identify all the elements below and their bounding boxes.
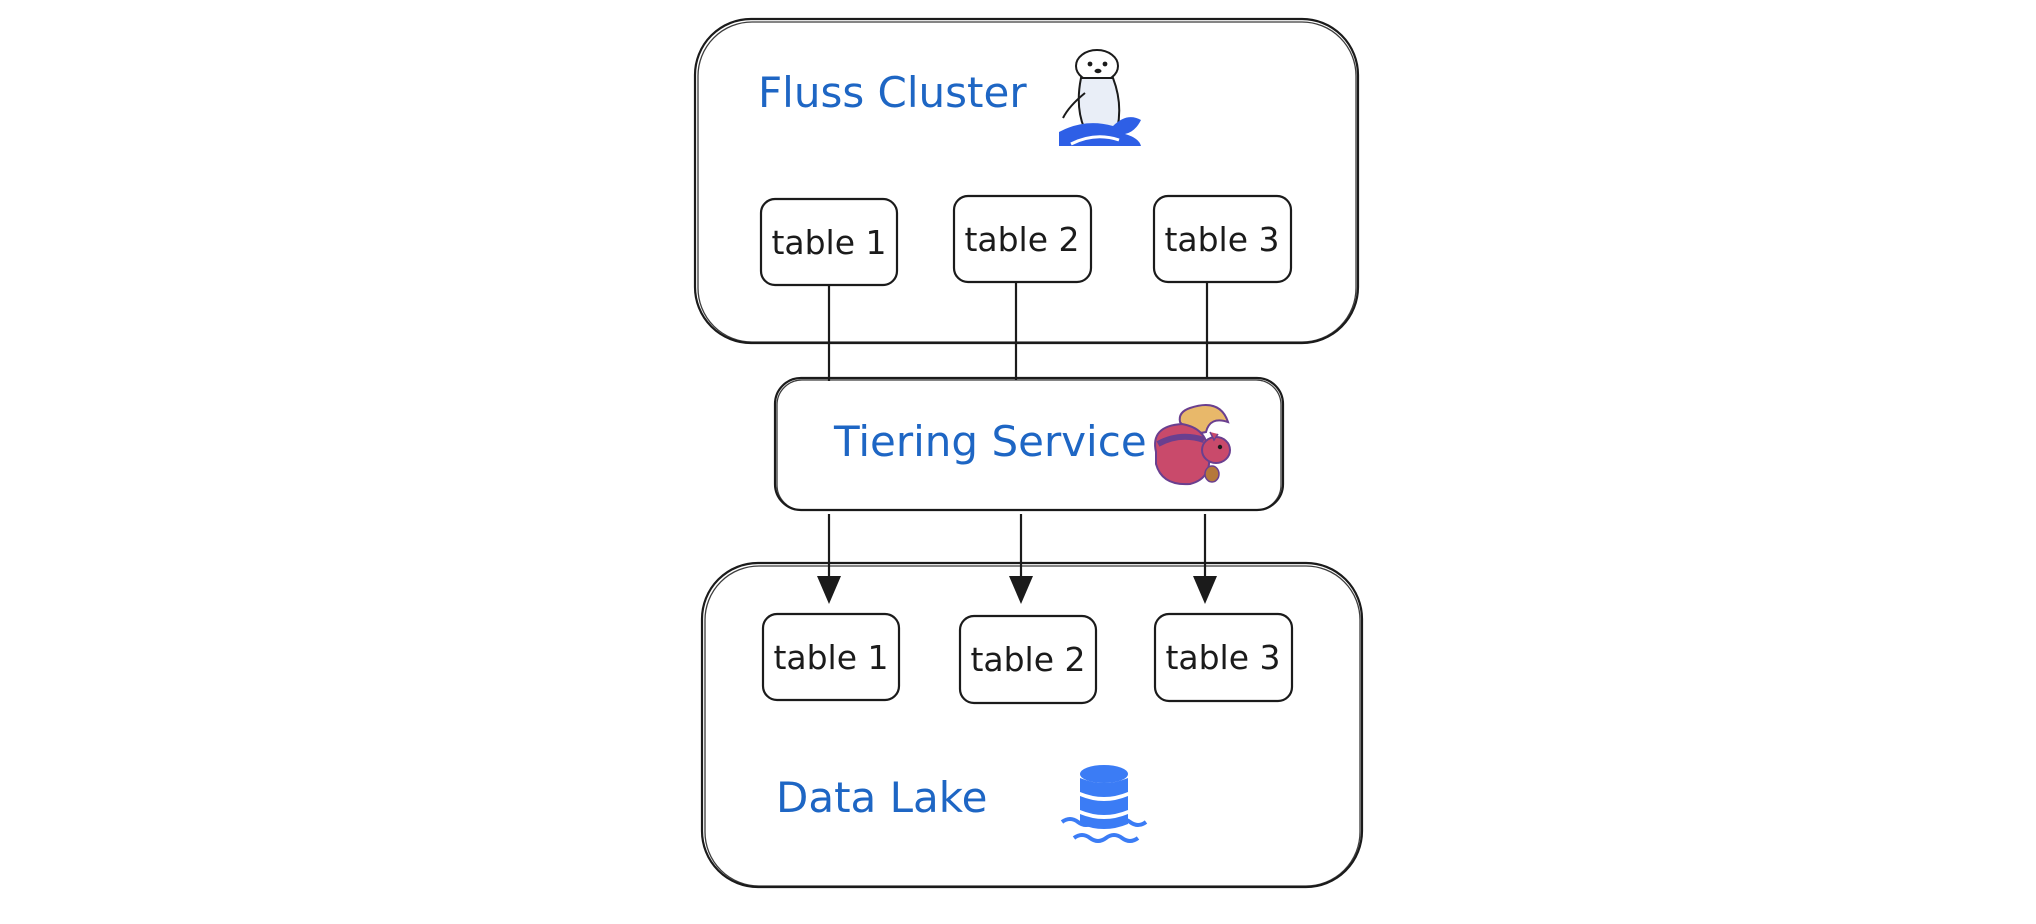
lake-table-2: table 2	[958, 614, 1098, 705]
lake-table-2-label: table 2	[970, 640, 1085, 679]
squirrel-icon	[1154, 404, 1231, 486]
upper-connectors	[827, 282, 1209, 381]
lake-table-3-label: table 3	[1165, 638, 1280, 677]
lower-arrows	[817, 514, 1217, 604]
arrowhead-table-2	[1009, 576, 1033, 604]
data-lake-box: table 1 table 2 table 3 Data Lake	[700, 561, 1364, 889]
fluss-cluster-title: Fluss Cluster	[758, 68, 1027, 117]
lake-table-3: table 3	[1153, 612, 1294, 703]
data-lake-title: Data Lake	[776, 773, 987, 822]
fluss-table-2-label: table 2	[964, 220, 1079, 259]
tiering-service-title: Tiering Service	[833, 417, 1147, 466]
fluss-table-1: table 1	[759, 197, 899, 287]
fluss-table-1-label: table 1	[771, 223, 886, 262]
fluss-cluster-box: Fluss Cluster table 1 table 2 table 3	[693, 17, 1360, 345]
fluss-table-3: table 3	[1152, 194, 1293, 284]
database-water-icon	[1060, 765, 1148, 843]
fluss-table-3-label: table 3	[1164, 220, 1279, 259]
lake-table-1: table 1	[761, 612, 901, 702]
tiering-service-box: Tiering Service	[773, 376, 1285, 512]
otter-wave-icon	[1059, 49, 1141, 146]
fluss-table-2: table 2	[952, 194, 1093, 284]
arrowhead-table-3	[1193, 576, 1217, 604]
lake-table-1-label: table 1	[773, 638, 888, 677]
arrowhead-table-1	[817, 576, 841, 604]
